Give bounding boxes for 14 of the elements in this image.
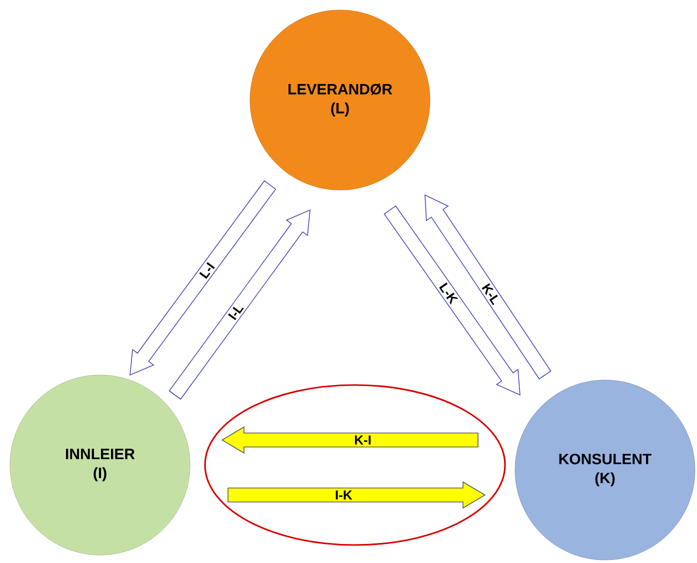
block-arrow: [168, 209, 310, 400]
edge-label: L-K: [437, 280, 460, 306]
edge-label: I-K: [334, 490, 354, 500]
circle-node: INNLEIER (I): [10, 374, 190, 556]
edge-label: L-I: [197, 260, 217, 281]
edge-label: I-L: [226, 301, 246, 322]
block-arrow: [221, 426, 478, 454]
edge-label: K-L: [480, 281, 502, 307]
block-arrow: [130, 180, 276, 376]
circle-node: KONSULENT (K): [514, 380, 696, 560]
circle-node: LEVERANDØR (L): [250, 10, 430, 190]
block-arrow: [228, 481, 486, 509]
edge-label: K-I: [353, 434, 372, 446]
block-arrow: [424, 194, 552, 380]
